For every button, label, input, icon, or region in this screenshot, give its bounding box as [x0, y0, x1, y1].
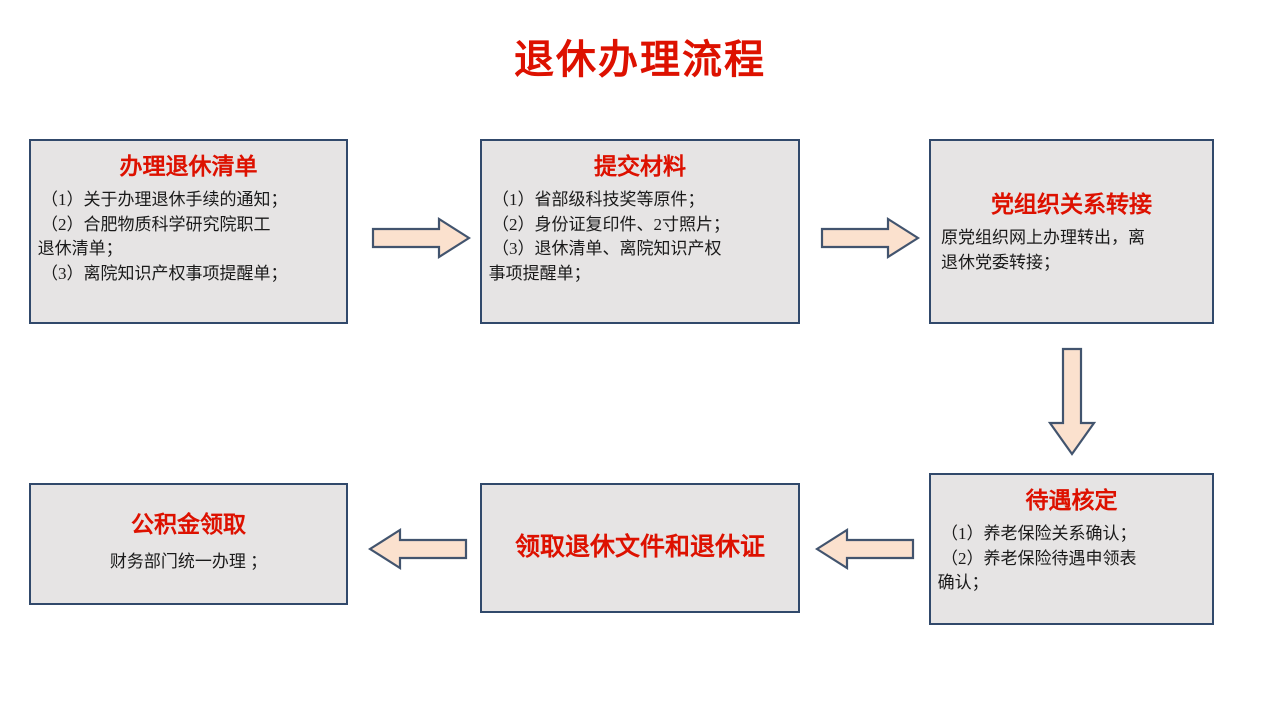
- process-box-fund-withdraw[interactable]: 公积金领取 财务部门统一办理 ；: [29, 483, 348, 605]
- process-box-receive-docs[interactable]: 领取退休文件和退休证: [480, 483, 800, 613]
- box-body-line: （1）养老保险关系确认；: [941, 524, 1137, 544]
- process-box-benefit-approval[interactable]: 待遇核定 （1）养老保险关系确认； （2）养老保险待遇申领表 确认；: [929, 473, 1214, 625]
- box-body-line: （1）关于办理退休手续的通知；: [41, 190, 288, 210]
- box-heading: 待遇核定: [1025, 488, 1118, 513]
- box-body: （1）省部级科技奖等原件； （2）身份证复印件、2寸照片； （3）退休清单、离院…: [488, 188, 788, 287]
- box-body-line: 财务部门统一办理 ；: [109, 552, 268, 572]
- box-body-line: （2）合肥物质科学研究院职工: [41, 214, 271, 234]
- arrow-down-party-transfer-to-benefit-approval: [1047, 347, 1097, 457]
- page-title: 退休办理流程: [514, 37, 766, 82]
- box-body-line: 事项提醒单；: [488, 263, 591, 283]
- box-body: 财务部门统一办理 ；: [41, 550, 336, 575]
- box-heading: 领取退休文件和退休证: [514, 534, 765, 561]
- process-box-party-transfer[interactable]: 党组织关系转接 原党组织网上办理转出，离 退休党委转接；: [929, 139, 1214, 324]
- process-box-submit-materials[interactable]: 提交材料 （1）省部级科技奖等原件； （2）身份证复印件、2寸照片； （3）退休…: [480, 139, 800, 324]
- arrow-right-materials-to-party-transfer: [820, 216, 920, 260]
- arrow-right-checklist-to-materials: [371, 216, 471, 260]
- process-box-retire-checklist[interactable]: 办理退休清单 （1）关于办理退休手续的通知； （2）合肥物质科学研究院职工 退休…: [29, 139, 348, 324]
- arrow-left-receive-docs-to-fund-withdraw: [368, 527, 468, 571]
- box-body: （1）关于办理退休手续的通知； （2）合肥物质科学研究院职工 退休清单； （3）…: [37, 188, 336, 287]
- box-body-line: 退休清单；: [37, 239, 123, 259]
- box-body-line: 退休党委转接；: [941, 252, 1060, 272]
- arrow-left-benefit-approval-to-receive-docs: [815, 527, 915, 571]
- box-body-line: （2）身份证复印件、2寸照片；: [492, 214, 730, 234]
- box-body-line: （2）养老保险待遇申领表: [941, 548, 1137, 568]
- box-body: （1）养老保险关系确认； （2）养老保险待遇申领表 确认；: [937, 522, 1202, 596]
- box-heading: 党组织关系转接: [991, 192, 1152, 217]
- box-body-line: 原党组织网上办理转出，离: [941, 228, 1145, 248]
- box-heading: 提交材料: [594, 154, 686, 179]
- box-body-line: （1）省部级科技奖等原件；: [492, 190, 705, 210]
- box-body-line: （3）退休清单、离院知识产权: [492, 239, 722, 259]
- box-heading: 公积金领取: [131, 512, 246, 537]
- box-heading: 办理退休清单: [119, 154, 258, 179]
- box-body-line: 确认；: [937, 573, 989, 593]
- box-body: 原党组织网上办理转出，离 退休党委转接；: [941, 226, 1202, 275]
- box-body-line: （3）离院知识产权事项提醒单；: [41, 263, 288, 283]
